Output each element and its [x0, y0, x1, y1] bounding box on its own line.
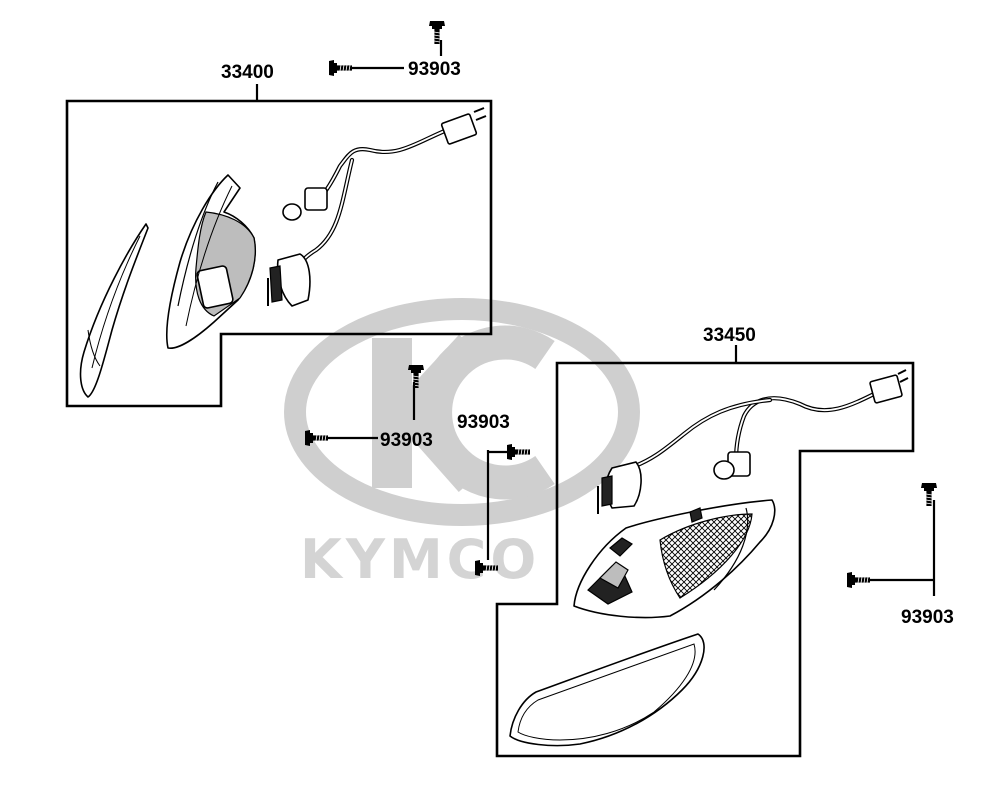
lens-icon [79, 223, 149, 398]
screw-label-middle: 93903 [380, 430, 433, 451]
watermark-text: KYMCO [300, 528, 540, 591]
assembly-frame-right [495, 361, 915, 758]
socket-icon [267, 253, 311, 307]
screw-label-top: 93903 [408, 59, 461, 80]
bulb-icon [282, 187, 328, 221]
wiring-harness-left [267, 107, 487, 307]
screw-icon [506, 443, 531, 461]
lens-icon [509, 633, 705, 747]
bulb-icon [713, 451, 751, 480]
assembly-label-right: 33450 [703, 325, 756, 346]
connector-icon [440, 107, 487, 145]
screw-label-right: 93903 [901, 607, 954, 628]
watermark-logo: KYMCO [284, 298, 640, 591]
assembly-label-left: 33400 [221, 62, 274, 83]
screw-icon [846, 571, 871, 589]
assembly-frame-left [65, 99, 493, 408]
connector-icon [869, 369, 909, 404]
screw-icon [304, 429, 329, 447]
screw-icon [328, 59, 353, 77]
socket-icon [597, 461, 642, 514]
screw-icon [428, 20, 446, 45]
lamp-housing-icon [165, 174, 257, 349]
screw-label-center: 93903 [457, 412, 510, 433]
wiring-harness-right [597, 369, 909, 514]
lamp-housing-icon [573, 499, 776, 619]
